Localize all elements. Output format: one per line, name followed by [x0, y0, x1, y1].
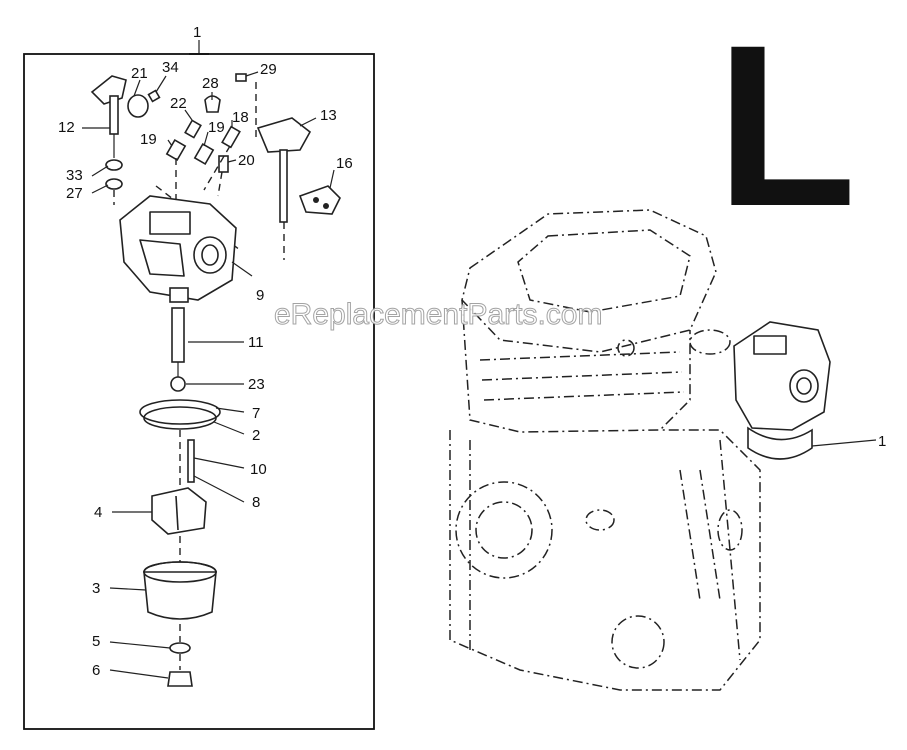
- mounted-carburetor: 1: [733, 321, 886, 460]
- callout-13: 13: [320, 107, 337, 124]
- callout-8: 8: [252, 494, 260, 511]
- engine-callout-1: 1: [878, 433, 886, 450]
- callout-19-left: 19: [140, 131, 157, 148]
- callout-23: 23: [248, 376, 265, 393]
- callout-28: 28: [202, 75, 219, 92]
- section-letter: L: [716, 0, 857, 254]
- callout-9: 9: [256, 287, 264, 304]
- callout-11: 11: [248, 334, 264, 351]
- choke-lever: [90, 75, 149, 158]
- exploded-parts: [90, 73, 341, 687]
- callout-2: 2: [252, 427, 260, 444]
- engine-drawing: [449, 209, 761, 691]
- callout-4: 4: [94, 504, 102, 521]
- callout-7: 7: [252, 405, 260, 422]
- assembly-label: 1: [193, 24, 201, 41]
- callout-21: 21: [131, 65, 148, 82]
- callout-5: 5: [92, 633, 100, 650]
- callout-18: 18: [232, 109, 249, 126]
- callout-16: 16: [336, 155, 353, 172]
- carburetor-body: [119, 195, 253, 303]
- callout-34: 34: [162, 59, 179, 76]
- callout-22: 22: [170, 95, 187, 112]
- throttle-lever: [256, 117, 312, 260]
- assembly-frame: 1: [23, 24, 375, 730]
- callout-10: 10: [250, 461, 267, 478]
- callout-labels: 21 34 12 28 29 22 18 19 19 13 20 33 27 1…: [58, 59, 353, 679]
- watermark: eReplacementParts.com: [274, 298, 602, 331]
- callout-19-right: 19: [208, 119, 225, 136]
- callout-33: 33: [66, 167, 83, 184]
- callout-12: 12: [58, 119, 75, 136]
- callout-29: 29: [260, 61, 277, 78]
- callout-20: 20: [238, 152, 255, 169]
- callout-3: 3: [92, 580, 100, 597]
- callout-27: 27: [66, 185, 83, 202]
- callout-6: 6: [92, 662, 100, 679]
- callout-leaders: [82, 71, 335, 679]
